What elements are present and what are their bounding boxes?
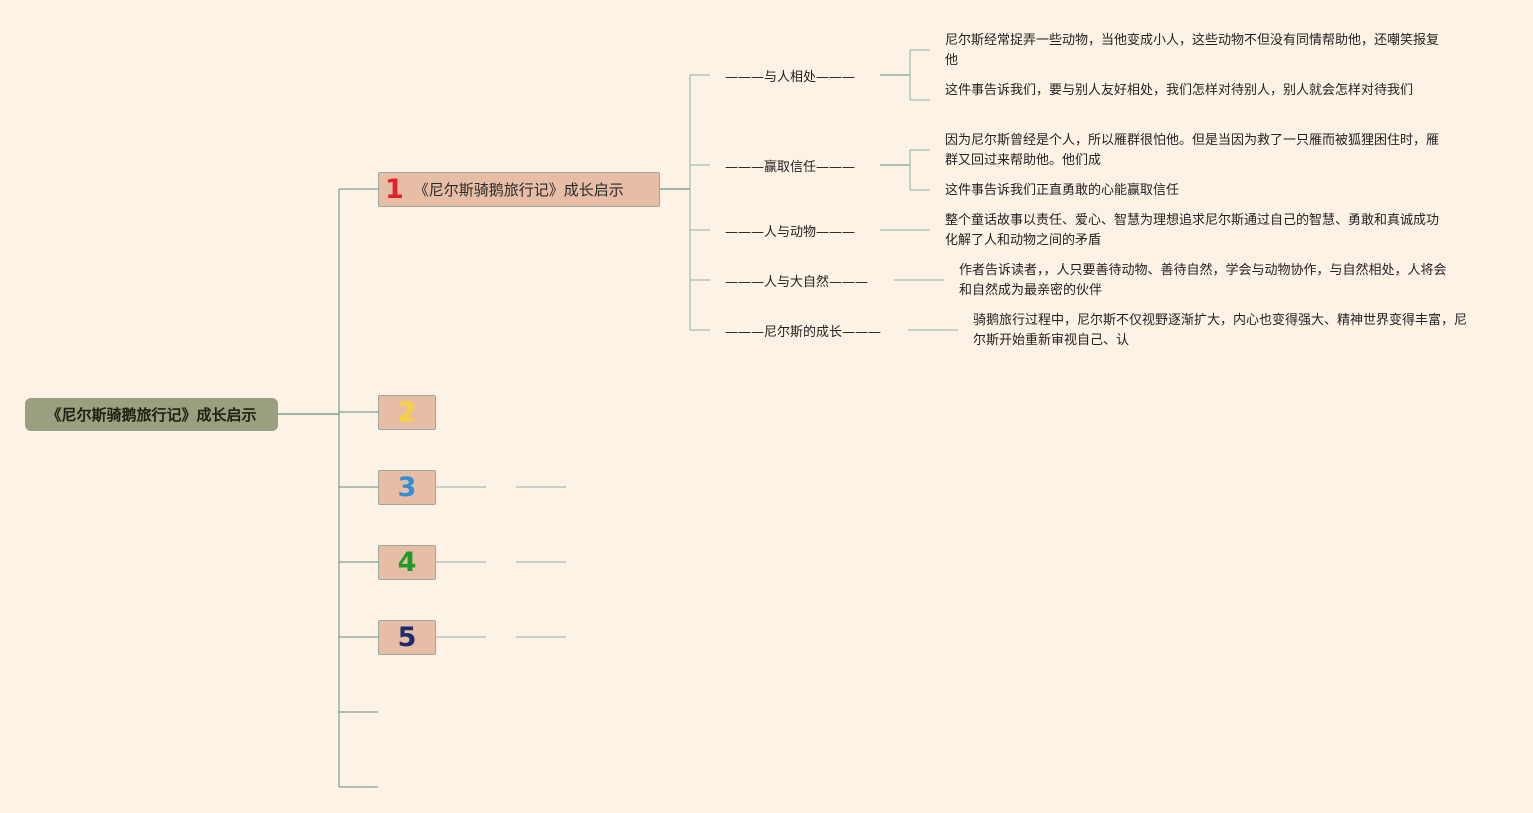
topic-1-label: 《尼尔斯骑鹅旅行记》成长启示 bbox=[413, 181, 624, 199]
topic-1[interactable]: 1 《尼尔斯骑鹅旅行记》成长启示 bbox=[378, 172, 660, 207]
subtopic-2[interactable]: ———赢取信任——— bbox=[725, 160, 856, 175]
topic-5-number: 5 bbox=[397, 622, 417, 653]
subtopic-1[interactable]: ———与人相处——— bbox=[725, 70, 856, 85]
root-title: 《尼尔斯骑鹅旅行记》成长启示 bbox=[46, 406, 257, 424]
subtopic-5[interactable]: ———尼尔斯的成长——— bbox=[725, 325, 882, 340]
detail-4-1[interactable]: 作者告诉读者，，人只要善待动物、善待自然，学会与动物协作，与自然相处，人将会和自… bbox=[959, 263, 1447, 298]
detail-3-1[interactable]: 整个童话故事以责任、爱心、智慧为理想追求尼尔斯通过自己的智慧、勇敢和真诚成功化解… bbox=[945, 213, 1440, 248]
detail-1-1[interactable]: 尼尔斯经常捉弄一些动物，当他变成小人，这些动物不但没有同情帮助他，还嘲笑报复他 bbox=[945, 33, 1440, 68]
topic-3[interactable]: 3 bbox=[378, 470, 436, 505]
topic-3-number: 3 bbox=[397, 472, 417, 503]
subtopic-4[interactable]: ———人与大自然——— bbox=[725, 275, 869, 290]
topic-5[interactable]: 5 bbox=[378, 620, 436, 655]
topic-2-number: 2 bbox=[397, 397, 417, 428]
topic-1-number: 1 bbox=[385, 174, 404, 205]
detail-5-1[interactable]: 骑鹅旅行过程中，尼尔斯不仅视野逐渐扩大，内心也变得强大、精神世界变得丰富，尼尔斯… bbox=[973, 313, 1468, 348]
topic-2[interactable]: 2 bbox=[378, 395, 436, 430]
detail-1-2[interactable]: 这件事告诉我们，要与别人友好相处，我们怎样对待别人，别人就会怎样对待我们 bbox=[945, 83, 1414, 98]
topic-4-number: 4 bbox=[397, 547, 417, 578]
detail-2-1[interactable]: 因为尼尔斯曾经是个人，所以雁群很怕他。但是当因为救了一只雁而被狐狸困住时，雁群又… bbox=[945, 133, 1440, 168]
topic-4[interactable]: 4 bbox=[378, 545, 436, 580]
subtopic-3[interactable]: ———人与动物——— bbox=[725, 225, 856, 240]
detail-2-2[interactable]: 这件事告诉我们正直勇敢的心能赢取信任 bbox=[945, 183, 1180, 198]
root-node[interactable]: 《尼尔斯骑鹅旅行记》成长启示 bbox=[25, 398, 278, 431]
